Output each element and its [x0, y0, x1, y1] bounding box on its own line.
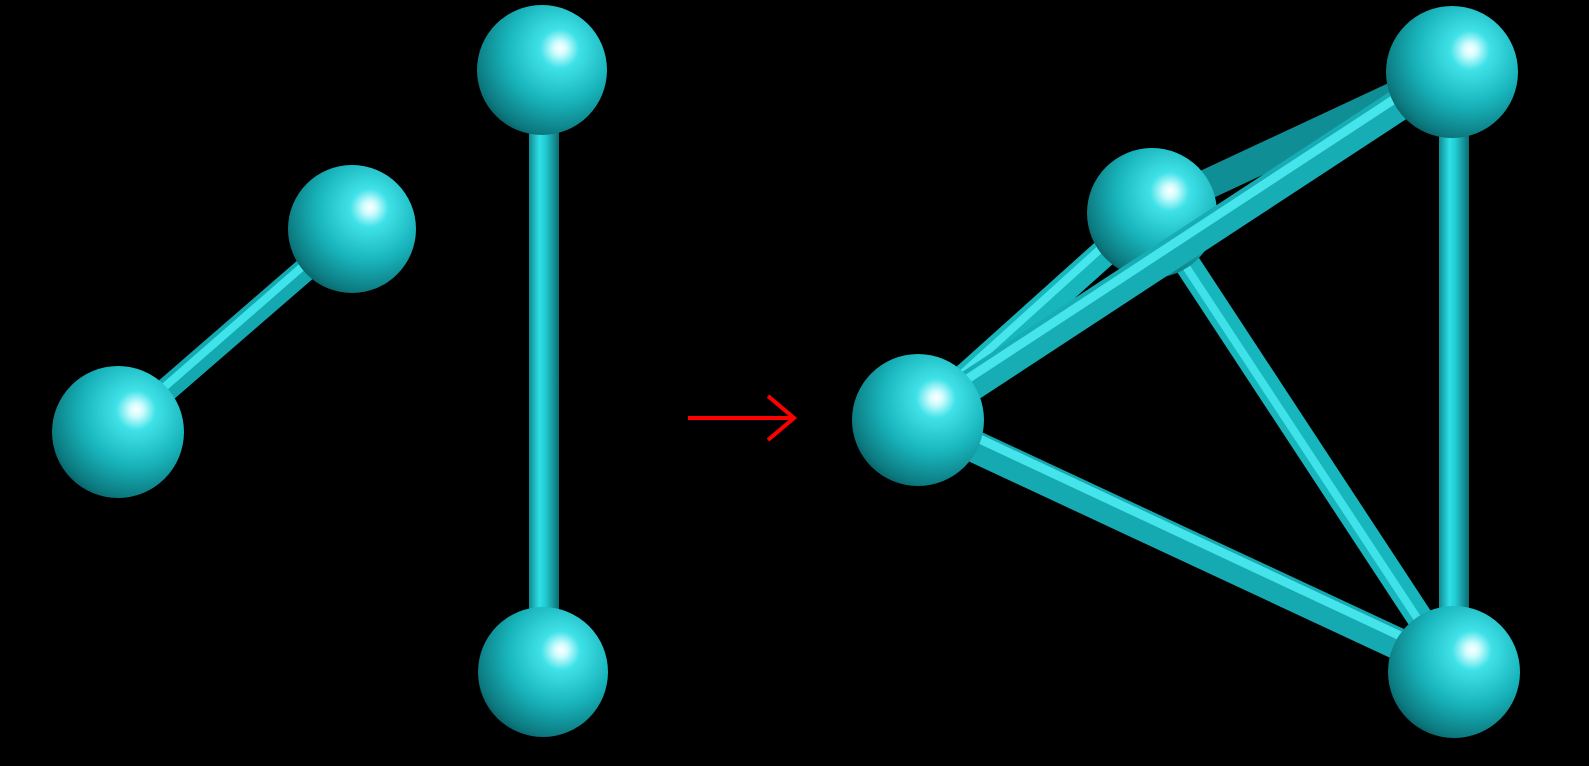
atom	[1388, 606, 1520, 738]
bond	[529, 100, 559, 660]
atom	[1386, 6, 1518, 138]
dimer-vertical	[477, 5, 608, 737]
bond-highlight	[915, 59, 1453, 415]
atom	[52, 366, 184, 498]
atom	[477, 5, 607, 135]
bond-highlight	[1146, 208, 1454, 672]
bond-highlight	[917, 407, 1461, 667]
atom	[478, 607, 608, 737]
bond	[1439, 100, 1469, 660]
bond	[902, 404, 1470, 686]
right-arrow-icon	[688, 394, 798, 442]
bond	[902, 54, 1468, 436]
atom	[288, 165, 416, 293]
atom	[852, 354, 984, 486]
dimer-left	[52, 165, 416, 498]
tetrahedron	[852, 6, 1520, 738]
